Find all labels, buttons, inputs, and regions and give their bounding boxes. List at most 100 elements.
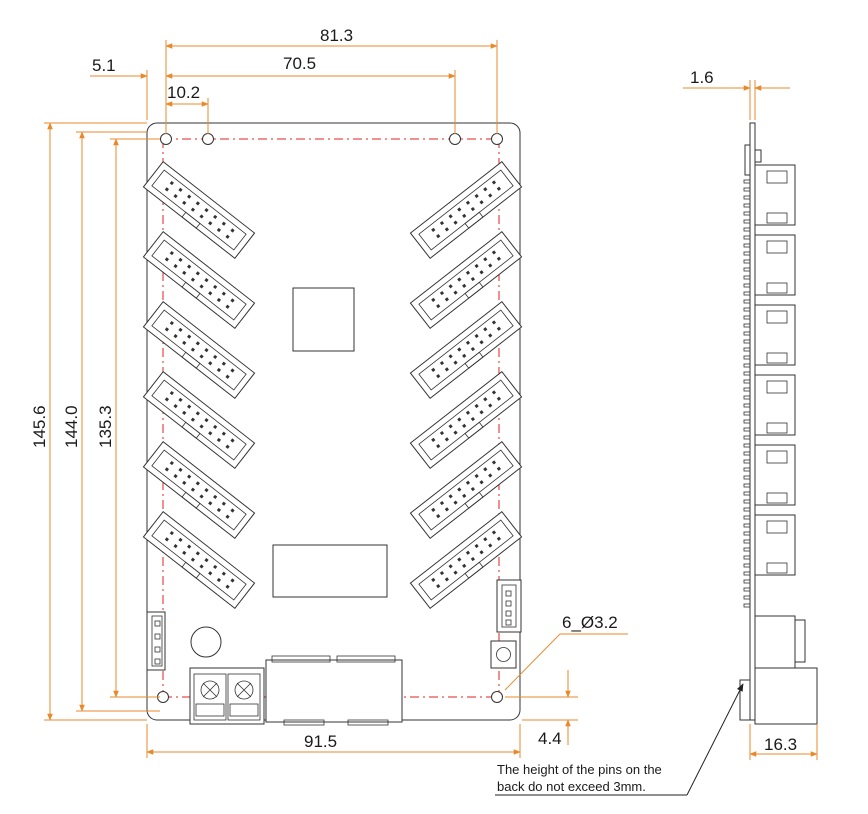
- pin-tooth: [743, 331, 751, 336]
- pin-tooth: [743, 203, 751, 208]
- pin-tooth: [743, 387, 751, 392]
- dim-145-6: 145.6: [30, 405, 49, 448]
- idc-connector: [409, 510, 523, 610]
- left-idc-connectors: [142, 160, 256, 610]
- pin-tooth: [743, 403, 751, 408]
- idc-connector: [142, 510, 256, 610]
- pin-tooth: [743, 275, 751, 280]
- pin-tooth: [743, 491, 751, 496]
- pin-tooth: [743, 547, 751, 552]
- pin-tooth: [743, 419, 751, 424]
- idc-connector: [142, 370, 256, 470]
- pin-tooth: [743, 603, 751, 608]
- pin-tooth: [743, 539, 751, 544]
- pin-tooth: [743, 451, 751, 456]
- pin-tooth: [743, 443, 751, 448]
- pin-tooth: [743, 267, 751, 272]
- side-connector: [754, 234, 796, 296]
- pin-tooth: [743, 179, 751, 184]
- idc-connector: [142, 230, 256, 330]
- pin-tooth: [743, 299, 751, 304]
- dim-144-0: 144.0: [62, 405, 81, 448]
- pin-tooth: [743, 211, 751, 216]
- dim-1-6: 1.6: [690, 68, 714, 87]
- pin-tooth: [743, 323, 751, 328]
- pin-tooth: [743, 235, 751, 240]
- push-button: [490, 640, 517, 669]
- side-connector: [754, 374, 796, 436]
- front-view: [142, 122, 523, 726]
- pin-tooth: [743, 475, 751, 480]
- pin-tooth: [743, 507, 751, 512]
- pin-tooth: [743, 499, 751, 504]
- pin-tooth: [743, 483, 751, 488]
- buzzer: [190, 626, 222, 658]
- side-connector: [754, 444, 796, 506]
- note-line-2: back do not exceed 3mm.: [497, 779, 646, 794]
- pin-tooth: [743, 579, 751, 584]
- pin-tooth: [743, 195, 751, 200]
- pin-tooth: [743, 523, 751, 528]
- dim-5-1: 5.1: [92, 56, 116, 75]
- dim-91-5: 91.5: [304, 732, 337, 751]
- dim-10-2: 10.2: [167, 83, 200, 102]
- idc-connector: [142, 300, 256, 400]
- pin-tooth: [743, 411, 751, 416]
- pin-tooth: [743, 307, 751, 312]
- pin-tooth: [743, 395, 751, 400]
- side-pins: [743, 179, 751, 608]
- idc-connector: [142, 440, 256, 540]
- pin-tooth: [743, 595, 751, 600]
- pin-tooth: [743, 427, 751, 432]
- pin-tooth: [743, 283, 751, 288]
- pin-tooth: [743, 459, 751, 464]
- pin-tooth: [743, 435, 751, 440]
- pin-tooth: [743, 355, 751, 360]
- pin-tooth: [743, 563, 751, 568]
- pin-tooth: [743, 219, 751, 224]
- pin-tooth: [743, 587, 751, 592]
- pin-tooth: [743, 315, 751, 320]
- idc-connector: [142, 160, 256, 260]
- pin-tooth: [743, 363, 751, 368]
- dim-81-3: 81.3: [320, 26, 353, 45]
- front-dimensions: 81.3 70.5 10.2 5.1 145.6 144.0 135.3: [30, 26, 628, 758]
- pin-height-note: The height of the pins on the back do no…: [495, 683, 744, 796]
- idc-connector: [409, 440, 523, 540]
- hole-spec-label: 6_Ø3.2: [562, 613, 618, 632]
- side-view: [739, 122, 818, 725]
- pin-tooth: [743, 291, 751, 296]
- pin-tooth: [743, 227, 751, 232]
- pin-tooth: [743, 555, 751, 560]
- dim-70-5-text: 70.5: [283, 54, 316, 73]
- main-chip: [292, 287, 355, 352]
- pin-tooth: [743, 243, 751, 248]
- label-area: [272, 544, 388, 598]
- pin-tooth: [743, 259, 751, 264]
- pin-tooth: [743, 531, 751, 536]
- idc-connector: [409, 300, 523, 400]
- dim-16-3: 16.3: [764, 735, 797, 754]
- network-jack: [265, 655, 403, 726]
- dim-135-3: 135.3: [96, 405, 115, 448]
- pin-tooth: [743, 379, 751, 384]
- pin-tooth: [743, 515, 751, 520]
- side-connector: [754, 514, 796, 576]
- small-header-connector: [496, 579, 522, 633]
- terminal-block: [189, 667, 265, 725]
- left-side-connector: [146, 611, 166, 671]
- side-pcb: [749, 122, 756, 721]
- pin-tooth: [743, 347, 751, 352]
- pin-tooth: [743, 571, 751, 576]
- note-line-1: The height of the pins on the: [497, 762, 662, 777]
- idc-connector: [409, 370, 523, 470]
- side-connector: [754, 164, 796, 226]
- right-idc-connectors: [409, 160, 523, 610]
- side-dimensions: 1.6 16.3: [683, 68, 818, 760]
- pin-tooth: [743, 187, 751, 192]
- idc-connector: [409, 160, 523, 260]
- pin-tooth: [743, 251, 751, 256]
- side-connectors: [754, 164, 796, 576]
- pin-tooth: [743, 339, 751, 344]
